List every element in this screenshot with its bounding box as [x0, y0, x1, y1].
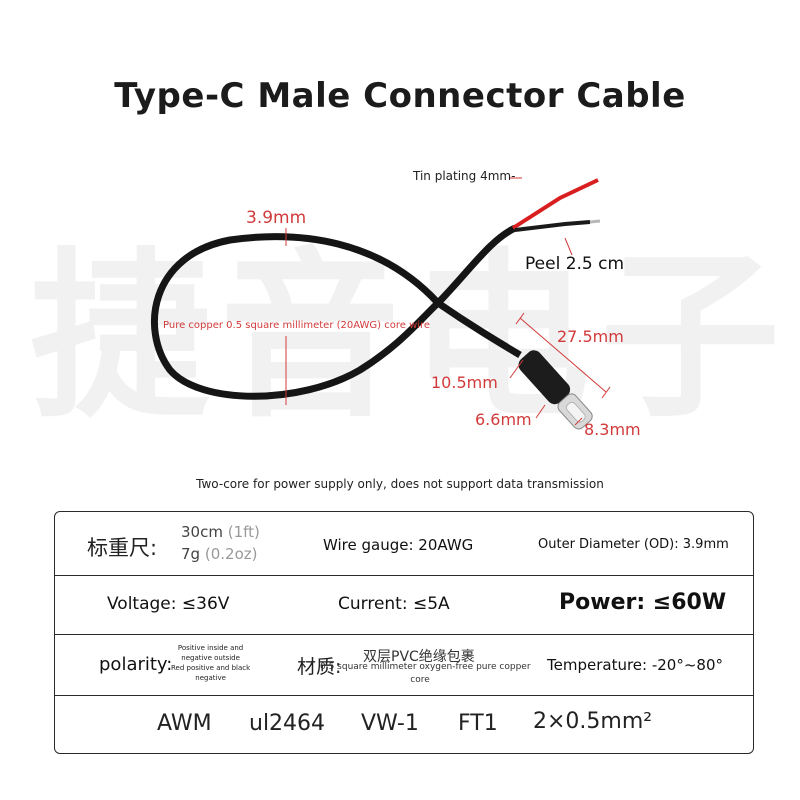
tin-plating-label: Tin plating 4mm-	[413, 169, 516, 183]
type-c-plug	[518, 350, 593, 430]
peel-label: Peel 2.5 cm	[525, 254, 625, 274]
vw-rating: VW-1	[361, 711, 419, 736]
core-wire-label: Pure copper 0.5 square millimeter (20AWG…	[163, 320, 431, 331]
spec-table: 标重尺: 30cm (1ft) 7g (0.2oz) Wire gauge: 2…	[54, 511, 754, 754]
material-label: 材质:	[297, 656, 342, 678]
red-wire	[511, 178, 599, 230]
cable-to-plug	[436, 300, 522, 359]
weight-label: 标重尺:	[87, 536, 158, 560]
weight-value: 7g (0.2oz)	[181, 545, 258, 563]
spec-row-4: AWM ul2464 VW-1 FT1 2×0.5mm²	[55, 695, 753, 753]
diameter-label: 3.9mm	[246, 208, 307, 228]
material-cn: 双层PVC绝缘包裹	[363, 649, 475, 665]
plug-width-label: 8.3mm	[584, 420, 641, 439]
spec-row-3: polarity: Positive inside and negative o…	[55, 634, 753, 696]
awm-label: AWM	[157, 711, 212, 736]
head-width-label: 10.5mm	[431, 373, 498, 392]
current: Current: ≤5A	[338, 594, 450, 614]
plug-length-label: 27.5mm	[557, 327, 624, 346]
material-value: 0.5 square millimeter oxygen-free pure c…	[320, 662, 531, 685]
cable-to-wires	[435, 224, 517, 306]
length-value: 30cm (1ft)	[181, 523, 260, 541]
cable-loop	[150, 233, 442, 400]
page-title: Type-C Male Connector Cable	[114, 76, 686, 116]
spec-row-2: Voltage: ≤36V Current: ≤5A Power: ≤60W	[55, 575, 753, 635]
outer-diameter: Outer Diameter (OD): 3.9mm	[538, 537, 729, 552]
ft-rating: FT1	[458, 711, 498, 736]
transmission-note: Two-core for power supply only, does not…	[196, 477, 604, 491]
power: Power: ≤60W	[559, 590, 727, 615]
head-thickness-label: 6.6mm	[475, 410, 532, 429]
conductor-size: 2×0.5mm²	[533, 709, 653, 734]
spec-row-1: 标重尺: 30cm (1ft) 7g (0.2oz) Wire gauge: 2…	[55, 512, 753, 576]
polarity-label: polarity:	[99, 654, 173, 675]
ul-rating: ul2464	[249, 711, 326, 736]
tin-tips	[589, 219, 601, 224]
temperature: Temperature: -20°~80°	[547, 656, 723, 674]
polarity-value: Positive inside and negative outside Red…	[171, 644, 251, 682]
voltage: Voltage: ≤36V	[107, 594, 230, 614]
black-wire	[514, 220, 591, 232]
wire-gauge: Wire gauge: 20AWG	[323, 536, 474, 554]
